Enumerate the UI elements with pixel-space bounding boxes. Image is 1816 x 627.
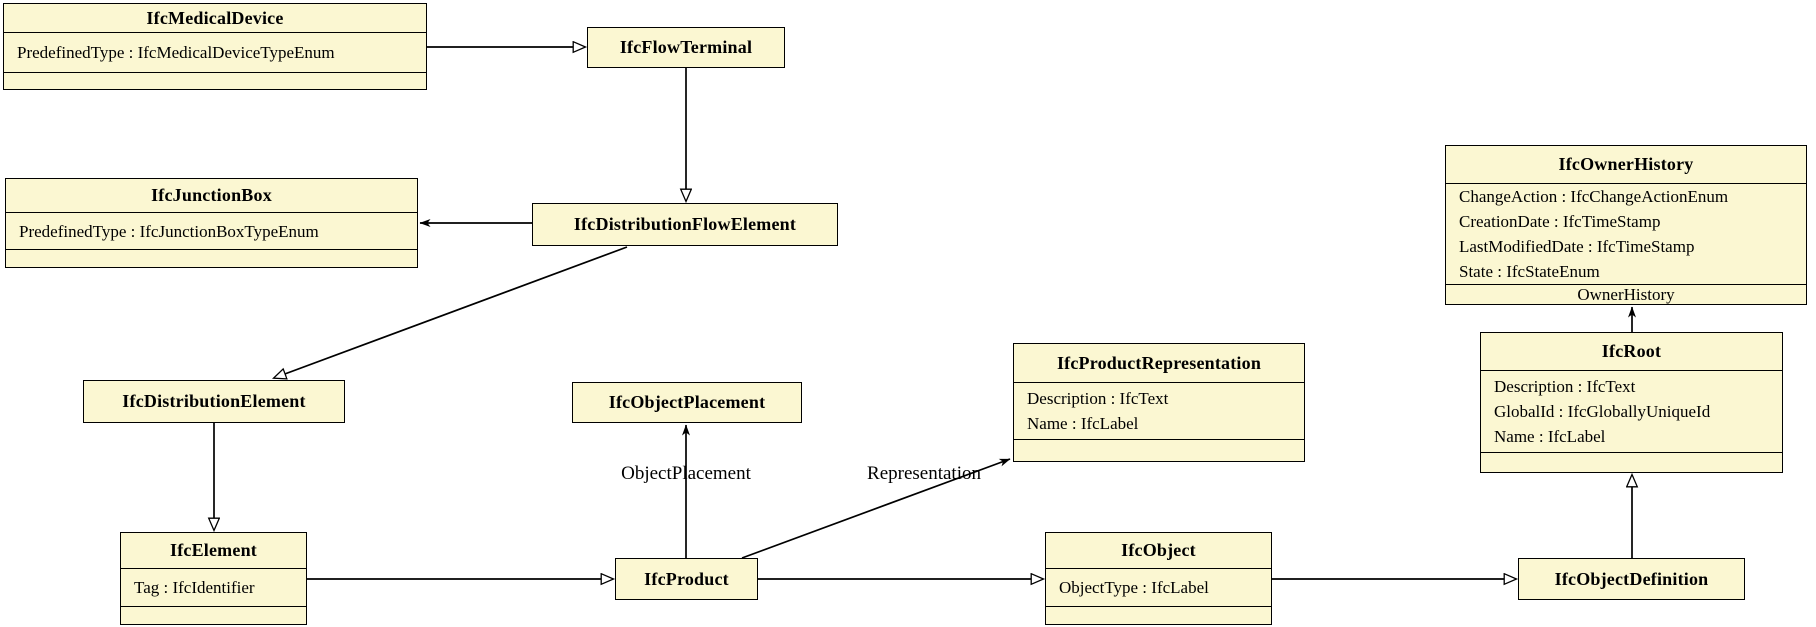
uml-class-title: IfcJunctionBox	[151, 185, 272, 206]
uml-attribute: State : IfcStateEnum	[1459, 261, 1600, 281]
uml-class-footer	[6, 249, 417, 267]
uml-attribute: Tag : IfcIdentifier	[134, 578, 255, 598]
uml-class-attributes: PredefinedType : IfcJunctionBoxTypeEnum	[6, 212, 417, 249]
uml-class-IfcJunctionBox[interactable]: IfcJunctionBox PredefinedType : IfcJunct…	[5, 178, 418, 268]
uml-class-footer: OwnerHistory	[1446, 284, 1806, 304]
uml-class-title: IfcObjectDefinition	[1554, 568, 1709, 589]
uml-class-title: IfcDistributionFlowElement	[573, 214, 797, 234]
uml-attribute: Description : IfcText	[1027, 389, 1169, 409]
edge-label-ObjectPlacement: ObjectPlacement	[621, 463, 751, 484]
uml-attribute: ChangeAction : IfcChangeActionEnum	[1459, 186, 1729, 206]
uml-class-IfcProduct[interactable]: IfcProduct	[615, 558, 758, 600]
uml-class-IfcObjectDefinition[interactable]: IfcObjectDefinition	[1518, 558, 1745, 600]
uml-class-title: IfcElement	[170, 540, 257, 561]
uml-attribute: PredefinedType : IfcJunctionBoxTypeEnum	[19, 221, 319, 241]
uml-class-footer	[1014, 439, 1304, 461]
uml-class-IfcObjectPlacement[interactable]: IfcObjectPlacement	[572, 382, 802, 423]
uml-attribute: LastModifiedDate : IfcTimeStamp	[1459, 236, 1695, 256]
uml-class-title: IfcProduct	[644, 568, 729, 589]
uml-attribute: GlobalId : IfcGloballyUniqueId	[1494, 402, 1711, 422]
uml-class-IfcElement[interactable]: IfcElement Tag : IfcIdentifier	[120, 532, 307, 625]
uml-class-IfcFlowTerminal[interactable]: IfcFlowTerminal	[587, 27, 785, 68]
uml-class-title: IfcDistributionElement	[122, 391, 306, 411]
edge-IfcProduct-to-IfcProductRepresentation	[741, 458, 1011, 559]
uml-class-IfcObject[interactable]: IfcObject ObjectType : IfcLabel	[1045, 532, 1272, 625]
edge-IfcDistributionFlowElement-to-IfcDistributionElement	[274, 246, 628, 378]
uml-class-title: IfcObject	[1121, 540, 1196, 561]
uml-class-attributes: ObjectType : IfcLabel	[1046, 568, 1271, 606]
uml-class-IfcDistributionFlowElement[interactable]: IfcDistributionFlowElement	[532, 203, 838, 246]
uml-class-IfcDistributionElement[interactable]: IfcDistributionElement	[83, 380, 345, 423]
uml-attribute: Name : IfcLabel	[1494, 427, 1606, 447]
uml-class-title: IfcMedicalDevice	[146, 7, 284, 28]
uml-class-title: IfcRoot	[1601, 341, 1662, 362]
uml-class-title: IfcObjectPlacement	[608, 392, 766, 412]
uml-class-title: IfcFlowTerminal	[619, 37, 753, 57]
uml-attribute: ObjectType : IfcLabel	[1059, 578, 1209, 598]
uml-class-footer	[121, 606, 306, 624]
uml-attribute: CreationDate : IfcTimeStamp	[1459, 211, 1661, 231]
uml-class-attributes: Tag : IfcIdentifier	[121, 568, 306, 606]
uml-class-footer	[4, 72, 426, 89]
uml-class-footer	[1481, 452, 1782, 472]
uml-attribute: Name : IfcLabel	[1027, 414, 1139, 434]
uml-class-IfcOwnerHistory[interactable]: IfcOwnerHistory ChangeAction : IfcChange…	[1445, 145, 1807, 305]
uml-class-attributes: PredefinedType : IfcMedicalDeviceTypeEnu…	[4, 32, 426, 72]
uml-class-title: IfcProductRepresentation	[1056, 352, 1262, 373]
uml-class-IfcMedicalDevice[interactable]: IfcMedicalDevice PredefinedType : IfcMed…	[3, 3, 427, 90]
uml-class-IfcProductRepresentation[interactable]: IfcProductRepresentation Description : I…	[1013, 343, 1305, 462]
uml-class-footer	[1046, 606, 1271, 624]
uml-attribute: PredefinedType : IfcMedicalDeviceTypeEnu…	[17, 43, 335, 63]
uml-class-title: IfcOwnerHistory	[1558, 153, 1694, 174]
edge-label-Representation: Representation	[867, 463, 981, 484]
uml-attribute: Description : IfcText	[1494, 377, 1636, 397]
